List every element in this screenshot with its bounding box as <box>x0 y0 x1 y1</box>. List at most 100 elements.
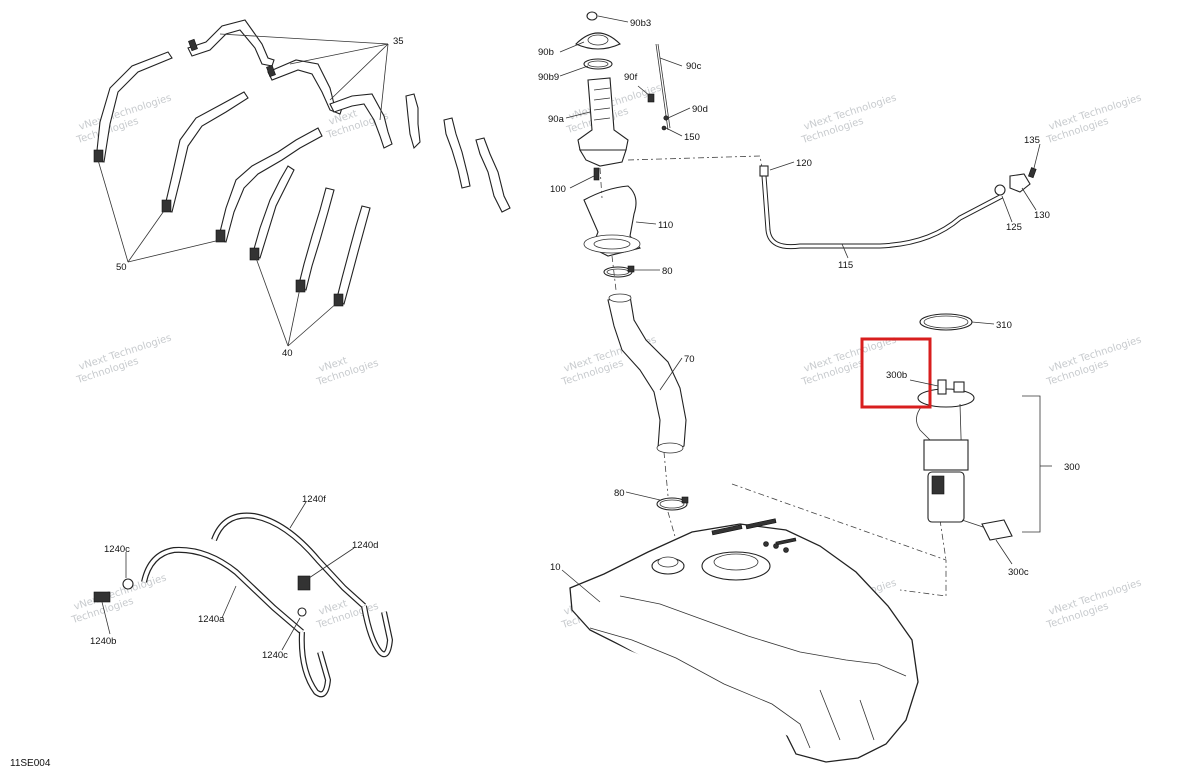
part-300b[interactable] <box>937 379 947 395</box>
callout-35[interactable]: 35 <box>393 36 404 47</box>
strap-leaders <box>97 33 389 347</box>
part-130[interactable] <box>1009 173 1031 193</box>
filler-assembly[interactable] <box>575 11 671 181</box>
callout-80-lower[interactable]: 80 <box>614 488 625 499</box>
strap-50d[interactable] <box>251 165 295 259</box>
clamp-80-lower[interactable] <box>656 496 689 511</box>
strap-group-35[interactable] <box>187 19 511 213</box>
callout-300[interactable]: 300 <box>1064 462 1080 473</box>
tank-ridge <box>819 689 875 741</box>
strap-35c[interactable] <box>329 93 393 149</box>
callout-90b[interactable]: 90b <box>538 47 554 58</box>
watermark: vNext Technologies <box>315 355 380 388</box>
callout-90f[interactable]: 90f <box>624 72 638 83</box>
callout-1240b[interactable]: 1240b <box>90 636 116 647</box>
watermark: vNext Technologies Technologies <box>70 573 168 627</box>
part-1240b[interactable] <box>93 591 111 603</box>
callout-150[interactable]: 150 <box>684 132 700 143</box>
callout-labels: 35 50 40 90b3 90b 90b9 90c 90f 90d 90a 1… <box>10 18 1080 769</box>
strap-40b[interactable] <box>335 205 371 305</box>
part-110-assembly[interactable] <box>583 185 641 257</box>
watermark: vNext Technologies Technologies <box>1045 335 1143 389</box>
tank-ridge <box>619 595 907 677</box>
vent-hose-115[interactable] <box>761 175 1004 250</box>
diagram-code: 11SE004 <box>10 758 51 769</box>
strap-35d[interactable] <box>405 93 421 150</box>
callout-90d[interactable]: 90d <box>692 104 708 115</box>
callout-125[interactable]: 125 <box>1006 222 1022 233</box>
strap-35f[interactable] <box>475 137 511 213</box>
strap-50b[interactable] <box>163 91 249 213</box>
callout-1240c-top[interactable]: 1240c <box>104 544 130 555</box>
strap-group-40[interactable] <box>295 187 371 307</box>
clamp-80-upper[interactable] <box>603 265 635 278</box>
callout-1240d[interactable]: 1240d <box>352 540 378 551</box>
callout-110[interactable]: 110 <box>658 220 673 231</box>
part-90a-rib <box>593 87 611 91</box>
strap-35a[interactable] <box>187 19 275 67</box>
strap-35a-clip <box>188 38 198 52</box>
strap-35b-clip <box>266 64 276 78</box>
callout-130[interactable]: 130 <box>1034 210 1050 221</box>
strap-40a-clip <box>295 279 306 293</box>
callout-1240c-bottom[interactable]: 1240c <box>262 650 288 661</box>
part-115[interactable] <box>759 165 1037 250</box>
strap-35e[interactable] <box>443 117 471 189</box>
strap-50c[interactable] <box>217 127 323 243</box>
hose-group-1240[interactable] <box>93 512 394 698</box>
callout-50[interactable]: 50 <box>116 262 127 273</box>
callout-80-upper[interactable]: 80 <box>662 266 673 277</box>
strap-50a-clip <box>93 149 104 163</box>
callout-10[interactable]: 10 <box>550 562 561 573</box>
callout-1240f[interactable]: 1240f <box>302 494 326 505</box>
callout-90a[interactable]: 90a <box>548 114 565 125</box>
tank-filler-hole <box>657 556 679 568</box>
part-135[interactable] <box>1028 167 1037 179</box>
watermark: vNext Technologies Technologies <box>1045 93 1143 147</box>
callout-300c[interactable]: 300c <box>1008 567 1029 578</box>
callout-310[interactable]: 310 <box>996 320 1012 331</box>
callout-115[interactable]: 115 <box>838 260 853 271</box>
part-70[interactable] <box>607 293 687 454</box>
pump-wire <box>961 519 987 529</box>
fuel-tank[interactable] <box>569 518 919 763</box>
part-1240f[interactable] <box>211 512 367 609</box>
part-90f[interactable] <box>647 93 655 103</box>
callout-100[interactable]: 100 <box>550 184 566 195</box>
part-1240c-left[interactable] <box>122 578 134 590</box>
callout-1240a[interactable]: 1240a <box>198 614 225 625</box>
pump-bracket <box>923 439 969 471</box>
hose-70-end <box>608 293 632 303</box>
callout-120[interactable]: 120 <box>796 158 812 169</box>
callout-70[interactable]: 70 <box>684 354 695 365</box>
part-90b-inner <box>587 34 609 46</box>
callout-300b[interactable]: 300b <box>886 370 907 381</box>
part-125[interactable] <box>994 184 1006 196</box>
callout-40[interactable]: 40 <box>282 348 293 359</box>
callout-90c[interactable]: 90c <box>686 61 702 72</box>
part-310-inner <box>923 315 969 329</box>
strap-35b[interactable] <box>267 59 343 115</box>
part-120[interactable] <box>759 165 769 177</box>
strap-group-50[interactable] <box>93 51 323 261</box>
filler-hose-70[interactable] <box>607 295 687 453</box>
callout-135[interactable]: 135 <box>1024 135 1040 146</box>
alignment-lines <box>599 155 947 597</box>
part-90b3[interactable] <box>586 11 598 21</box>
part-100[interactable] <box>593 167 600 181</box>
part-300c[interactable] <box>981 519 1013 541</box>
strap-50b-clip <box>161 199 172 213</box>
watermark: vNext Technologies Technologies <box>75 333 173 387</box>
part-1240c-right[interactable] <box>297 607 307 617</box>
strap-50a[interactable] <box>95 51 173 163</box>
part-90a-rib <box>593 97 611 101</box>
callout-leaders <box>101 15 1041 651</box>
fuel-pump-assembly[interactable] <box>916 313 1013 541</box>
part-90d[interactable] <box>663 115 669 121</box>
callout-90b3[interactable]: 90b3 <box>630 18 651 29</box>
pump-sender <box>931 475 945 495</box>
callout-90b9[interactable]: 90b9 <box>538 72 559 83</box>
part-150[interactable] <box>661 125 667 131</box>
strap-40a[interactable] <box>297 187 335 291</box>
